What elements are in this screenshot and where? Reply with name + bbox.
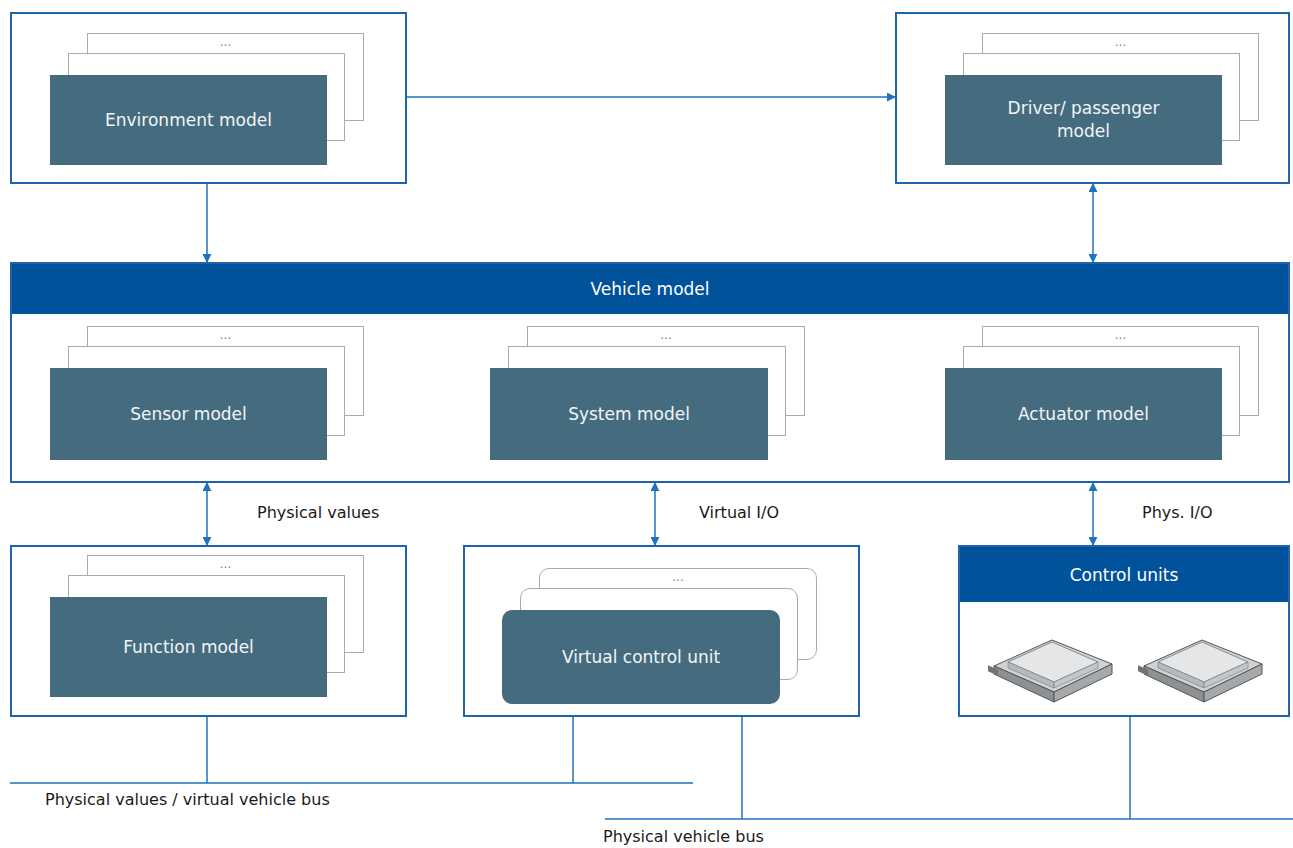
frame-heading: Vehicle model [12,264,1288,314]
box-label: Driver/ passenger model [989,97,1179,143]
group-frame: ... Virtual control unit [463,545,860,717]
connector-label: Physical values [255,503,381,522]
control-unit-illustration [964,606,1284,716]
bus-drop [206,717,208,783]
frame-heading: Control units [960,547,1288,602]
model-box: System model [490,368,768,460]
group-frame: Control units [958,545,1290,717]
model-box: Driver/ passenger model [945,75,1222,165]
group-frame: ... Driver/ passenger model [895,12,1290,184]
ellipsis-mark: ... [1115,35,1126,49]
connector-arrow [654,483,656,545]
bus-drop [572,717,574,783]
ellipsis-mark: ... [220,35,231,49]
bus-drop [741,717,743,819]
bus-name: Physical vehicle bus [601,827,766,846]
connector-arrow [407,96,895,98]
connector-arrow [206,483,208,545]
ellipsis-mark: ... [660,328,671,342]
group-frame: ... Function model [10,545,407,717]
connector-arrow [206,184,208,262]
model-box: Virtual control unit [502,610,780,704]
bus-name: Physical values / virtual vehicle bus [43,790,332,809]
virtual-bus-line [10,782,693,784]
model-box: Sensor model [50,368,327,460]
connector-arrow [1092,483,1094,545]
model-box: Actuator model [945,368,1222,460]
group-frame: Vehicle model... Sensor model... System mo… [10,262,1290,483]
physical-bus-line [605,818,1293,820]
box-label: System model [568,403,690,426]
box-label: Environment model [105,109,272,132]
heading-text: Control units [1070,565,1179,585]
box-label: Virtual control unit [562,646,720,669]
box-label: Sensor model [130,403,247,426]
group-frame: ... Environment model [10,12,407,184]
model-box: Function model [50,597,327,697]
connector-arrow [1092,184,1094,262]
connector-label: Virtual I/O [697,503,781,522]
ellipsis-mark: ... [220,328,231,342]
ellipsis-mark: ... [672,570,683,584]
model-box: Environment model [50,75,327,165]
heading-text: Vehicle model [590,279,709,299]
ellipsis-mark: ... [220,557,231,571]
ellipsis-mark: ... [1115,328,1126,342]
connector-label: Phys. I/O [1140,503,1214,522]
box-label: Actuator model [1018,403,1149,426]
box-label: Function model [123,636,254,659]
bus-drop [1129,717,1131,819]
